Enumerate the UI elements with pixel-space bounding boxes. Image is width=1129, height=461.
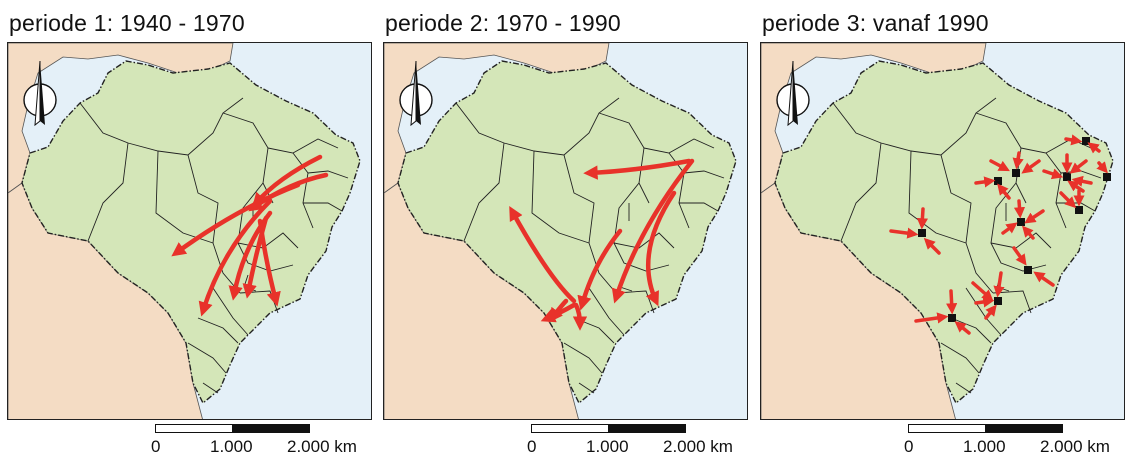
- migration-map: [761, 43, 1124, 419]
- migration-arrow: [1012, 246, 1027, 266]
- migration-arrow: [1069, 159, 1088, 174]
- city-marker: [1082, 137, 1090, 145]
- city-markers: [918, 137, 1111, 322]
- migration-arrow: [984, 304, 997, 320]
- panel-period-3: periode 3: vanaf 1990: [760, 0, 1125, 461]
- migration-arrow: [583, 158, 692, 180]
- city-marker: [1075, 206, 1083, 214]
- migration-arrow: [1042, 168, 1064, 180]
- migration-arrow: [611, 158, 695, 304]
- scale-label-1000: 1.000: [210, 437, 253, 456]
- migration-arrow: [997, 183, 1011, 200]
- migration-arrow: [954, 321, 971, 335]
- migration-arrow: [1012, 151, 1024, 170]
- city-marker: [1024, 266, 1032, 274]
- city-marker: [1103, 173, 1111, 181]
- scale-label-0: 0: [527, 437, 537, 456]
- migration-arrow: [946, 289, 958, 315]
- migration-arrow: [572, 302, 588, 331]
- migration-arrows: [889, 134, 1108, 335]
- migration-arrow: [577, 228, 623, 311]
- panel-title: periode 2: 1970 - 1990: [385, 10, 621, 36]
- scale-label-2000: 2.000 km: [1040, 437, 1110, 456]
- scale-label-0: 0: [151, 437, 161, 456]
- panel-period-2: periode 2: 1970 - 1990 0 1.000 2.000 km: [383, 0, 748, 461]
- scale-bar: 0 1.000 2.000 km: [151, 424, 375, 461]
- city-marker: [1012, 169, 1020, 177]
- scale-label-0: 0: [904, 437, 914, 456]
- migration-arrow: [1022, 225, 1035, 240]
- city-marker: [918, 229, 926, 237]
- migration-arrow: [1096, 161, 1108, 174]
- migration-map: [384, 43, 747, 419]
- migration-arrow: [1071, 175, 1093, 187]
- migration-arrow: [916, 207, 929, 230]
- panel-title: periode 1: 1940 - 1970: [9, 10, 245, 36]
- city-marker: [994, 177, 1002, 185]
- migration-arrow: [889, 227, 919, 239]
- migration-arrow: [1033, 271, 1055, 287]
- migration-map: [8, 43, 371, 419]
- city-marker: [1017, 218, 1025, 226]
- migration-arrow: [1001, 222, 1018, 235]
- migration-arrow: [257, 218, 281, 307]
- map-frame: [383, 42, 748, 420]
- scale-label-1000: 1.000: [963, 437, 1006, 456]
- migration-arrow: [1087, 142, 1101, 154]
- migration-arrow: [1067, 180, 1085, 193]
- panel-period-1: periode 1: 1940 - 1970 0 1.000 2.000 km: [7, 0, 372, 461]
- migration-arrows: [171, 154, 329, 317]
- city-marker: [994, 297, 1002, 305]
- city-marker: [948, 314, 956, 322]
- panel-title: periode 3: vanaf 1990: [762, 10, 989, 36]
- migration-arrow: [993, 271, 1005, 298]
- migration-arrow: [1021, 159, 1041, 174]
- migration-arrow: [509, 205, 577, 304]
- scale-label-1000: 1.000: [586, 437, 629, 456]
- migration-arrows: [509, 158, 695, 331]
- migration-arrow: [974, 296, 995, 308]
- migration-arrow: [540, 302, 577, 323]
- scale-bar: 0 1.000 2.000 km: [904, 424, 1128, 461]
- migration-arrow: [645, 190, 677, 307]
- migration-arrow: [242, 215, 269, 299]
- migration-arrow: [1059, 191, 1077, 209]
- scale-label-2000: 2.000 km: [663, 437, 733, 456]
- migration-arrow: [198, 198, 273, 317]
- migration-arrow: [1064, 134, 1083, 146]
- migration-arrow: [971, 281, 994, 301]
- migration-arrow: [989, 159, 1010, 172]
- scale-bar: 0 1.000 2.000 km: [527, 424, 751, 461]
- map-frame: [760, 42, 1125, 420]
- map-frame: [7, 42, 372, 420]
- migration-arrow: [171, 182, 301, 257]
- city-marker: [1063, 173, 1071, 181]
- migration-arrow: [923, 237, 941, 255]
- migration-arrow: [974, 176, 996, 188]
- migration-arrow: [1013, 199, 1026, 219]
- scale-label-2000: 2.000 km: [287, 437, 357, 456]
- migration-arrow: [914, 312, 949, 324]
- migration-arrow: [1024, 209, 1045, 224]
